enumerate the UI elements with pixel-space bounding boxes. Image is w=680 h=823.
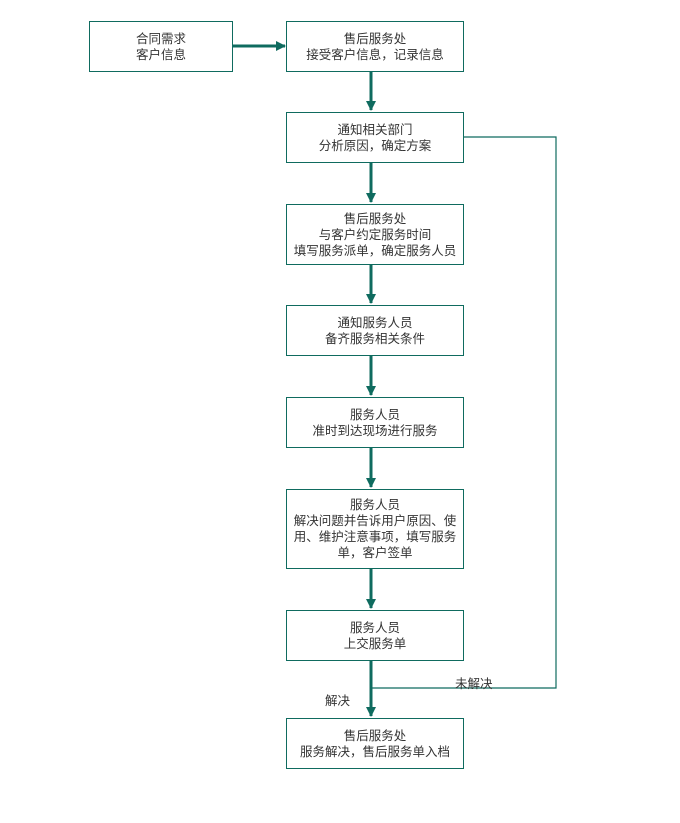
node-line: 服务人员 — [349, 406, 400, 422]
submit-service-form-box: 服务人员 上交服务单 — [286, 610, 464, 661]
node-line: 售后服务处 — [343, 727, 407, 743]
node-line: 客户信息 — [135, 46, 186, 62]
node-line: 合同需求 — [135, 30, 186, 46]
aftersales-receive-box: 售后服务处 接受客户信息，记录信息 — [286, 21, 464, 72]
unresolved-label: 未解决 — [455, 676, 493, 691]
notify-staff-box: 通知服务人员 备齐服务相关条件 — [286, 305, 464, 356]
contract-requirement-box: 合同需求 客户信息 — [89, 21, 233, 72]
archive-box: 售后服务处 服务解决，售后服务单入档 — [286, 718, 464, 769]
node-line: 填写服务派单，确定服务人员 — [293, 242, 457, 258]
node-line: 售后服务处 — [343, 30, 407, 46]
unresolved-loop-line — [371, 136, 557, 689]
node-line: 售后服务处 — [343, 210, 407, 226]
node-line: 分析原因，确定方案 — [318, 137, 432, 153]
node-line: 服务解决，售后服务单入档 — [299, 743, 450, 759]
resolved-label: 解决 — [325, 693, 351, 708]
node-line: 解决问题并告诉用户原因、使 — [293, 513, 457, 528]
node-line: 与客户约定服务时间 — [318, 226, 432, 242]
node-line: 服务人员 — [349, 619, 400, 635]
node-line: 单，客户签单 — [337, 545, 413, 560]
node-line: 通知服务人员 — [337, 314, 413, 330]
arrive-onsite-box: 服务人员 准时到达现场进行服务 — [286, 397, 464, 448]
node-line: 接受客户信息，记录信息 — [306, 46, 444, 62]
node-line: 通知相关部门 — [337, 121, 413, 137]
node-line: 服务人员 — [349, 497, 400, 512]
solve-problem-box: 服务人员 解决问题并告诉用户原因、使 用、维护注意事项，填写服务 单，客户签单 — [286, 489, 464, 569]
node-line: 上交服务单 — [343, 635, 407, 651]
notify-department-box: 通知相关部门 分析原因，确定方案 — [286, 112, 464, 163]
node-line: 准时到达现场进行服务 — [312, 422, 438, 438]
node-line: 备齐服务相关条件 — [324, 330, 425, 346]
aftersales-schedule-box: 售后服务处 与客户约定服务时间 填写服务派单，确定服务人员 — [286, 204, 464, 265]
node-line: 用、维护注意事项，填写服务 — [293, 529, 457, 544]
